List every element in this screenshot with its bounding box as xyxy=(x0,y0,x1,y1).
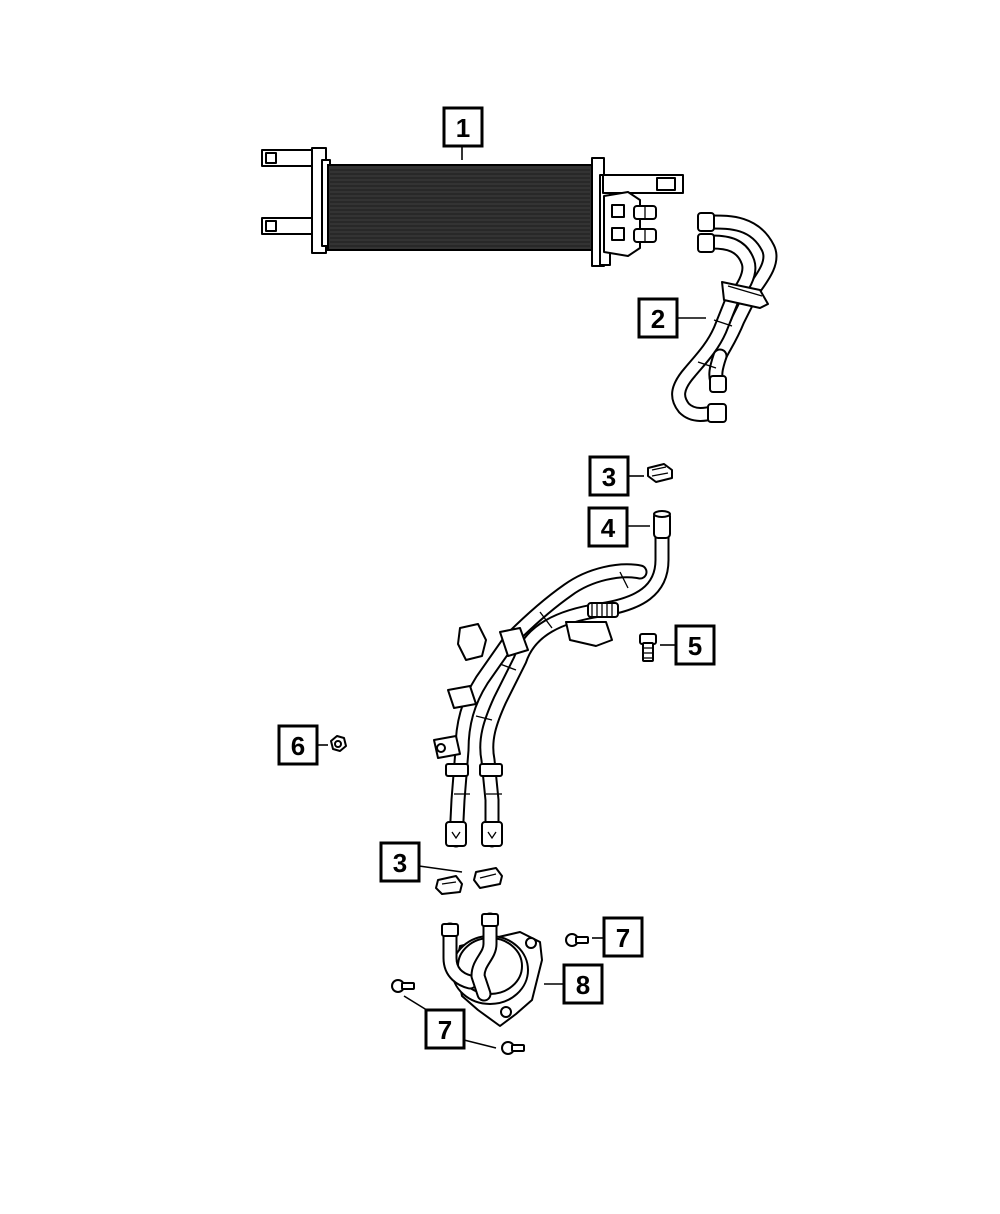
callout-1-label: 1 xyxy=(456,113,470,143)
callout-7a: 7 xyxy=(602,916,644,958)
callout-3a: 3 xyxy=(588,455,630,497)
screw-left xyxy=(391,979,415,993)
callout-1: 1 xyxy=(442,106,484,148)
callout-6: 6 xyxy=(277,724,319,766)
hose-clamp-lower xyxy=(435,867,503,895)
callout-8: 8 xyxy=(562,963,604,1005)
cooler-hose-assembly xyxy=(671,212,778,423)
screw-lower xyxy=(501,1041,525,1055)
callout-6-label: 6 xyxy=(291,731,305,761)
callout-5: 5 xyxy=(674,624,716,666)
callout-4: 4 xyxy=(587,506,629,548)
callout-7a-label: 7 xyxy=(616,923,630,953)
callout-2: 2 xyxy=(637,297,679,339)
callout-3a-label: 3 xyxy=(602,462,616,492)
screw-upper xyxy=(565,933,589,947)
engine-oil-cooler xyxy=(441,912,543,1027)
callout-2-label: 2 xyxy=(651,304,665,334)
bolt xyxy=(639,633,657,662)
oil-cooler xyxy=(261,147,684,267)
callout-7b-label: 7 xyxy=(438,1015,452,1045)
callout-4-label: 4 xyxy=(601,513,616,543)
callout-3b-label: 3 xyxy=(393,848,407,878)
oil-cooler-hose-assembly xyxy=(433,510,671,848)
callout-8-label: 8 xyxy=(576,970,590,1000)
callout-3b: 3 xyxy=(379,841,421,883)
callout-7b: 7 xyxy=(424,1008,466,1050)
callout-5-label: 5 xyxy=(688,631,702,661)
nut xyxy=(330,735,347,752)
hose-clamp-upper xyxy=(647,463,673,483)
